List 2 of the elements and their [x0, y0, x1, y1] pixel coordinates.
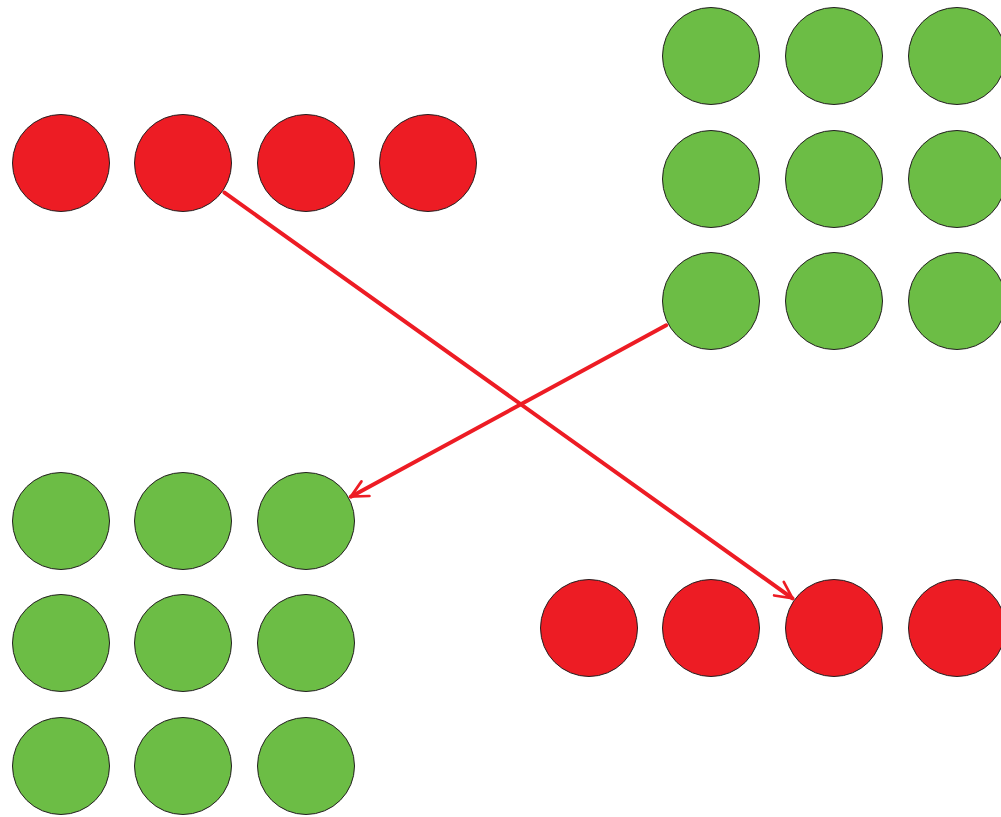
arrow	[348, 323, 669, 499]
arrow	[222, 190, 795, 601]
